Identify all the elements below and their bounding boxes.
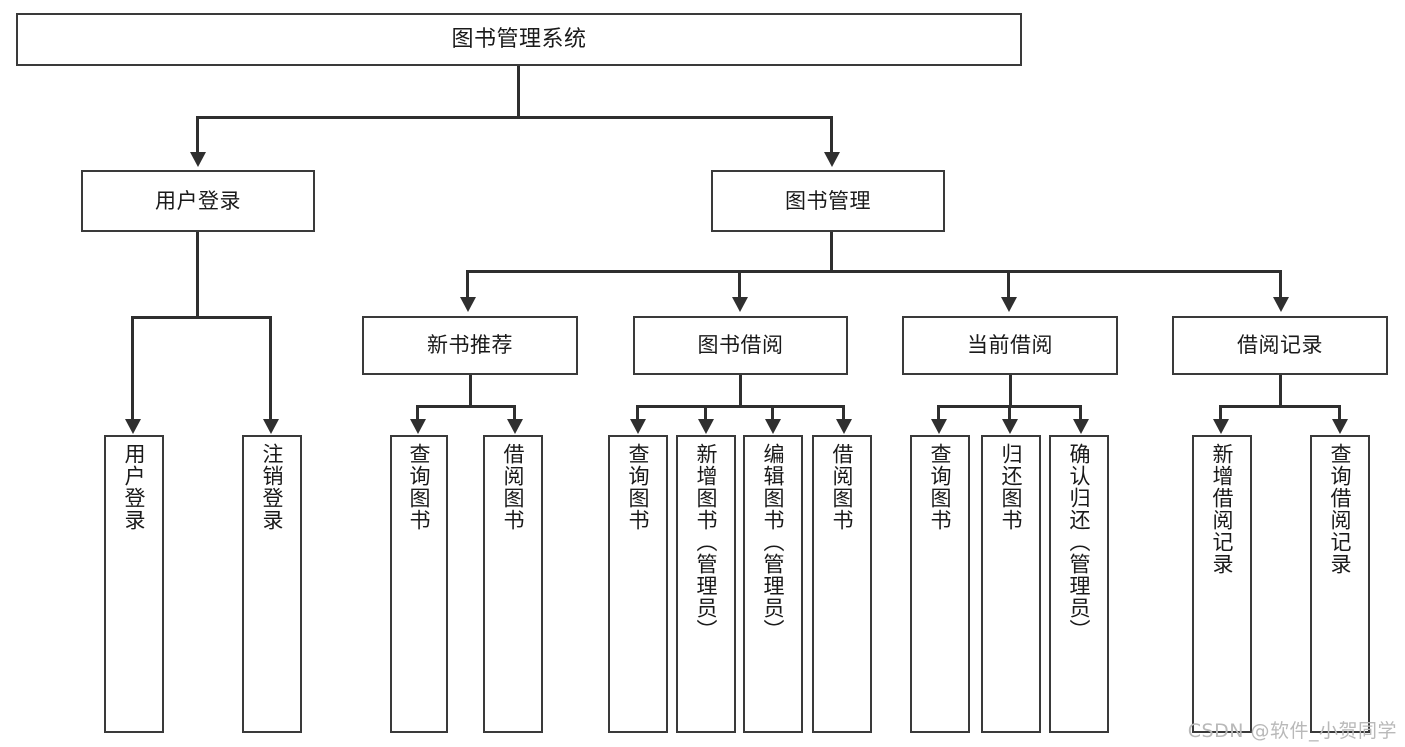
node-label: 图书管理 [785, 188, 871, 213]
arrowhead-leaf-edit-book [765, 419, 781, 434]
node-leaf-add-book[interactable]: 新增图书（管理员） [676, 435, 736, 733]
arrowhead-leaf-confirm-return [1073, 419, 1089, 434]
arrowhead-new-book-rec [460, 297, 476, 312]
edge-bookborrow-l2 [704, 405, 707, 420]
node-leaf-borrow-book-2[interactable]: 借阅图书 [812, 435, 872, 733]
arrowhead-leaf-add-record [1213, 419, 1229, 434]
edge-root-bus [196, 116, 833, 119]
arrowhead-book-manage [824, 152, 840, 167]
arrowhead-user-login [190, 152, 206, 167]
arrowhead-leaf-borrow-book-2 [836, 419, 852, 434]
arrowhead-leaf-borrow-book-1 [507, 419, 523, 434]
edge-record-bus [1219, 405, 1341, 408]
edge-book-trunk [830, 232, 833, 272]
edge-user-l2 [269, 316, 272, 420]
node-leaf-return-book[interactable]: 归还图书 [981, 435, 1041, 733]
edge-record-l1 [1219, 405, 1222, 420]
edge-book-c2 [738, 270, 741, 298]
edge-curborrow-l1 [937, 405, 940, 420]
node-leaf-edit-book[interactable]: 编辑图书（管理员） [743, 435, 803, 733]
arrowhead-leaf-query-book-1 [410, 419, 426, 434]
edge-bookborrow-l4 [842, 405, 845, 420]
arrowhead-leaf-query-book-3 [931, 419, 947, 434]
edge-bookborrow-l3 [771, 405, 774, 420]
node-label: 查询图书 [407, 443, 432, 531]
node-label: 编辑图书（管理员） [761, 443, 786, 641]
node-leaf-add-record[interactable]: 新增借阅记录 [1192, 435, 1252, 733]
edge-curborrow-l3 [1079, 405, 1082, 420]
node-leaf-borrow-book-1[interactable]: 借阅图书 [483, 435, 543, 733]
node-leaf-query-book-3[interactable]: 查询图书 [910, 435, 970, 733]
node-label: 查询图书 [928, 443, 953, 531]
edge-book-bus [466, 270, 1282, 273]
edge-record-trunk [1279, 375, 1282, 407]
edge-curborrow-trunk [1009, 375, 1012, 407]
node-label: 确认归还（管理员） [1067, 443, 1092, 641]
node-label: 借阅图书 [501, 443, 526, 531]
node-label: 图书借阅 [697, 333, 784, 358]
edge-bookborrow-bus [636, 405, 845, 408]
arrowhead-leaf-query-book-2 [630, 419, 646, 434]
node-leaf-confirm-return[interactable]: 确认归还（管理员） [1049, 435, 1109, 733]
edge-book-c4 [1279, 270, 1282, 298]
node-label: 用户登录 [122, 443, 147, 531]
node-borrow-record[interactable]: 借阅记录 [1172, 316, 1388, 375]
node-leaf-logout[interactable]: 注销登录 [242, 435, 302, 733]
arrowhead-leaf-add-book [698, 419, 714, 434]
edge-root-to-user [196, 116, 199, 153]
edge-book-c3 [1007, 270, 1010, 298]
node-leaf-query-book-2[interactable]: 查询图书 [608, 435, 668, 733]
edge-newbook-l1 [416, 405, 419, 420]
node-book-borrow[interactable]: 图书借阅 [633, 316, 848, 375]
arrowhead-leaf-query-record [1332, 419, 1348, 434]
arrowhead-book-borrow [732, 297, 748, 312]
arrowhead-leaf-user-login [125, 419, 141, 434]
edge-user-trunk [196, 232, 199, 318]
node-label: 图书管理系统 [451, 26, 587, 52]
node-user-login[interactable]: 用户登录 [81, 170, 315, 232]
node-new-book-rec[interactable]: 新书推荐 [362, 316, 578, 375]
node-label: 归还图书 [999, 443, 1024, 531]
edge-newbook-bus [416, 405, 516, 408]
node-label: 借阅记录 [1237, 333, 1323, 358]
node-leaf-query-record[interactable]: 查询借阅记录 [1310, 435, 1370, 733]
edge-user-bus [131, 316, 272, 319]
node-label: 查询图书 [626, 443, 651, 531]
edge-root-to-book [830, 116, 833, 153]
edge-record-l2 [1338, 405, 1341, 420]
arrowhead-leaf-logout [263, 419, 279, 434]
edge-user-l1 [131, 316, 134, 420]
edge-bookborrow-trunk [739, 375, 742, 407]
node-label: 新增借阅记录 [1210, 443, 1235, 575]
edge-root-trunk [517, 66, 520, 118]
node-leaf-user-login[interactable]: 用户登录 [104, 435, 164, 733]
node-leaf-query-book-1[interactable]: 查询图书 [390, 435, 448, 733]
node-label: 新增图书（管理员） [694, 443, 719, 641]
edge-newbook-l2 [513, 405, 516, 420]
node-current-borrow[interactable]: 当前借阅 [902, 316, 1118, 375]
arrowhead-borrow-record [1273, 297, 1289, 312]
node-label: 用户登录 [155, 188, 241, 213]
node-label: 新书推荐 [427, 333, 513, 358]
node-book-manage[interactable]: 图书管理 [711, 170, 945, 232]
node-label: 查询借阅记录 [1328, 443, 1353, 575]
watermark-text: CSDN @软件_小贺同学 [1187, 720, 1397, 742]
node-label: 当前借阅 [967, 333, 1053, 358]
edge-book-c1 [466, 270, 469, 298]
node-label: 注销登录 [260, 443, 285, 531]
edge-curborrow-l2 [1008, 405, 1011, 420]
node-label: 借阅图书 [830, 443, 855, 531]
node-root-system[interactable]: 图书管理系统 [16, 13, 1022, 66]
arrowhead-leaf-return-book [1002, 419, 1018, 434]
edge-newbook-trunk [469, 375, 472, 407]
arrowhead-current-borrow [1001, 297, 1017, 312]
edge-bookborrow-l1 [636, 405, 639, 420]
